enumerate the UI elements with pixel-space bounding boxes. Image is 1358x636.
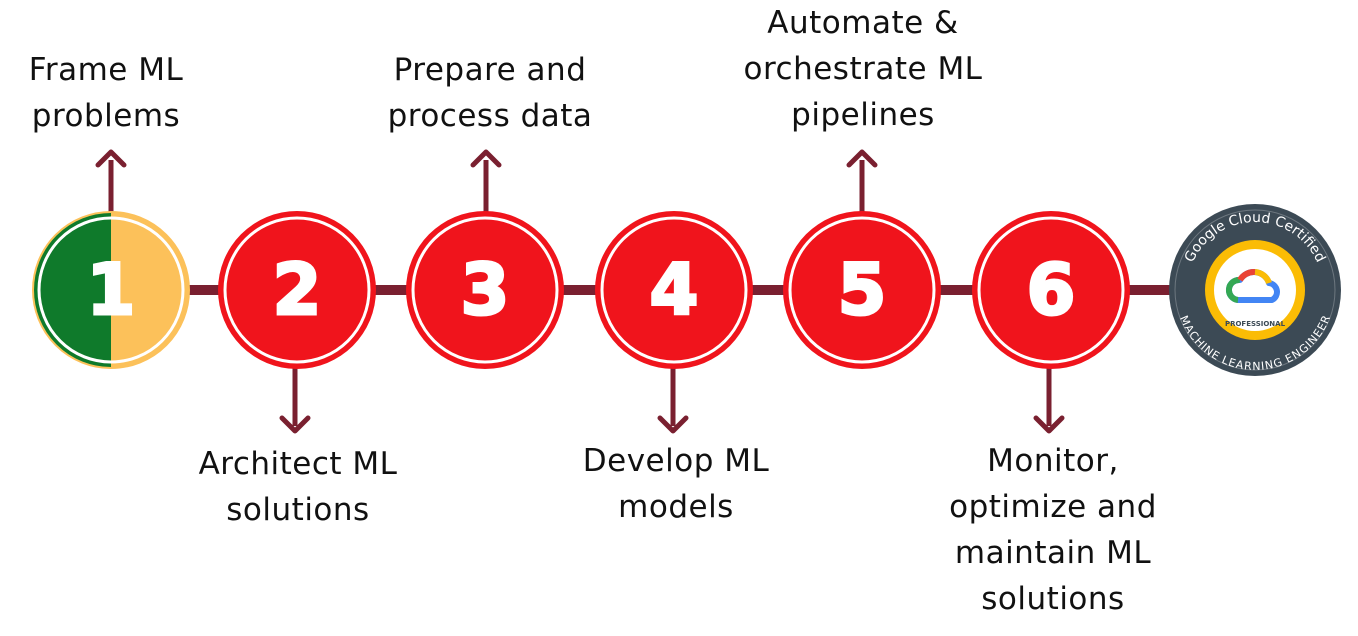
step-1-circle: 1 [32, 211, 190, 369]
step-1-label: Frame ML problems [28, 52, 184, 134]
step-6-arrow [1033, 368, 1065, 434]
step-3-number: 3 [461, 249, 510, 331]
step-2-arrow [279, 368, 311, 434]
certification-badge: PROFESSIONAL Google Cloud Certified MACH… [1169, 204, 1341, 376]
step-5-circle: 5 [783, 211, 941, 369]
step-6-number: 6 [1027, 249, 1076, 331]
step-5-arrow [846, 149, 878, 212]
step-6-label: Monitor, optimize and maintain ML soluti… [949, 443, 1157, 617]
step-3-circle: 3 [406, 211, 564, 369]
step-2-number: 2 [273, 249, 322, 331]
step-1-number: 1 [87, 249, 136, 331]
badge-level-text: PROFESSIONAL [1225, 320, 1286, 328]
step-4-label: Develop ML models [582, 443, 770, 525]
step-5-number: 5 [838, 249, 887, 331]
step-2-label: Architect ML solutions [198, 446, 398, 528]
step-5-label: Automate & orchestrate ML pipelines [743, 5, 983, 133]
step-6-circle: 6 [972, 211, 1130, 369]
google-cloud-logo-icon [1226, 268, 1280, 303]
step-1-arrow [95, 149, 127, 212]
step-2-circle: 2 [218, 211, 376, 369]
step-3-arrow [470, 149, 502, 212]
step-3-label: Prepare and process data [387, 52, 593, 134]
step-4-number: 4 [650, 249, 699, 331]
step-4-arrow [657, 368, 689, 434]
step-4-circle: 4 [595, 211, 753, 369]
